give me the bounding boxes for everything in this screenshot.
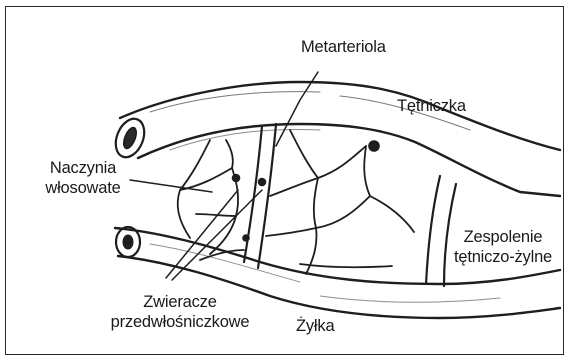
label-naczynia-line2: włosowate — [28, 178, 138, 198]
capillary-network — [178, 130, 414, 274]
arteriole-vessel — [120, 82, 560, 196]
label-naczynia-line1: Naczynia — [28, 158, 138, 178]
label-zwieracze-line2: przedwłośniczkowe — [96, 312, 264, 332]
label-zwieracze-line1: Zwieracze — [96, 292, 264, 312]
label-metarteriola: Metarteriola — [301, 37, 386, 57]
label-zespolenie-line1: Zespolenie — [444, 227, 562, 247]
label-naczynia-wlosowate: Naczynia włosowate — [28, 158, 138, 198]
label-tetniczka: Tętniczka — [397, 96, 466, 116]
label-zylka: Żyłka — [296, 316, 334, 336]
label-zespolenie-line2: tętniczo-żylne — [444, 247, 562, 267]
label-zespolenie: Zespolenie tętniczo-żylne — [444, 227, 562, 267]
label-zwieracze: Zwieracze przedwłośniczkowe — [96, 292, 264, 332]
